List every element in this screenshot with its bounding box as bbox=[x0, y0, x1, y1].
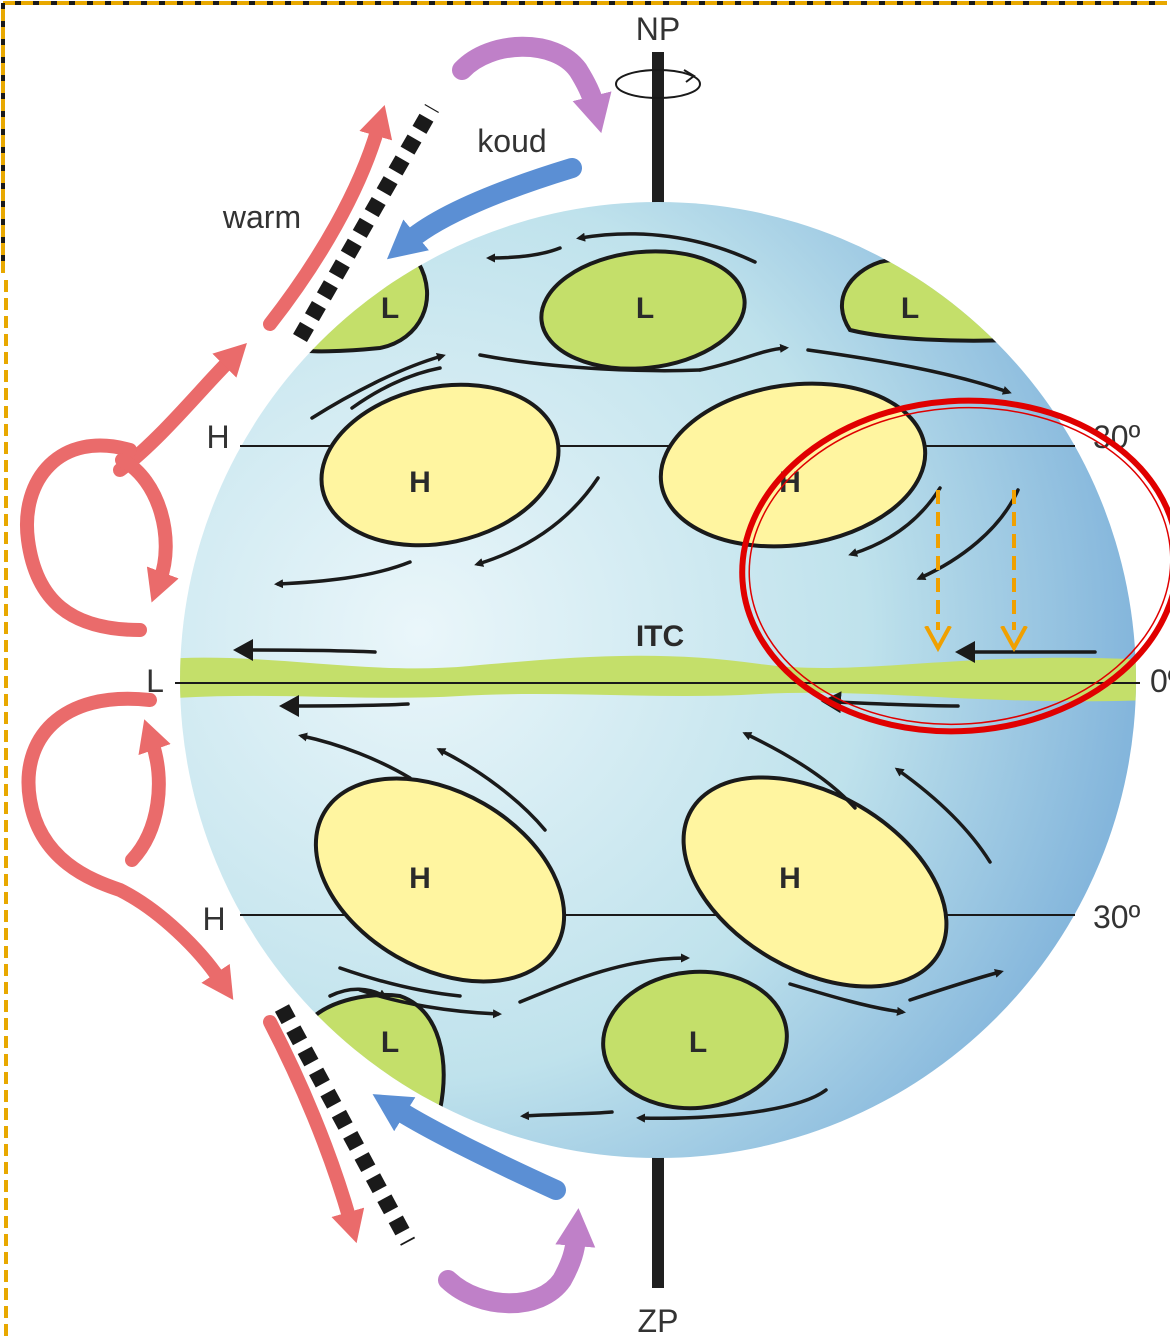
high-cell-south-right bbox=[681, 775, 949, 989]
side-high-south-label: H bbox=[202, 901, 225, 937]
south-pole-label: ZP bbox=[638, 1303, 679, 1337]
cold-label: koud bbox=[477, 123, 546, 159]
low-cell-north-center bbox=[539, 249, 747, 371]
wind-arrows bbox=[233, 232, 1097, 1123]
cold-air-arrow-south bbox=[372, 1094, 566, 1200]
low-cell-south-center bbox=[601, 969, 789, 1111]
latitude-label-south: 30º bbox=[1093, 899, 1141, 935]
highlight-annotation bbox=[739, 397, 1170, 735]
itc-band bbox=[180, 655, 1136, 702]
north-pole-label: NP bbox=[636, 11, 680, 47]
high-cell-south-left bbox=[313, 776, 567, 984]
warm-label: warm bbox=[222, 199, 301, 235]
highlight-circle bbox=[739, 397, 1170, 735]
cold-air-arrow-north bbox=[386, 158, 582, 260]
equator-label: 0º bbox=[1150, 663, 1170, 699]
low-label-north-3: L bbox=[901, 292, 919, 325]
rotation-icon bbox=[615, 69, 701, 99]
low-cell-north-right bbox=[839, 257, 1014, 343]
low-label-north-2: L bbox=[636, 292, 654, 325]
side-high-north-label: H bbox=[206, 419, 229, 455]
high-label-north-1: H bbox=[409, 466, 431, 499]
upper-air-arrow-south bbox=[438, 1208, 596, 1314]
side-low-equator-label: L bbox=[146, 663, 164, 699]
high-label-south-2: H bbox=[779, 862, 801, 895]
high-label-south-1: H bbox=[409, 862, 431, 895]
itc-label: ITC bbox=[636, 620, 684, 653]
high-cell-north-left bbox=[319, 382, 561, 548]
hadley-cell-arrows bbox=[20, 104, 393, 1244]
low-label-north-1: L bbox=[381, 292, 399, 325]
upper-air-arrow-north bbox=[452, 36, 612, 134]
polar-front-south bbox=[274, 1004, 416, 1246]
low-label-south-1: L bbox=[381, 1026, 399, 1059]
low-label-south-2: L bbox=[689, 1026, 707, 1059]
polar-front-north bbox=[293, 104, 439, 342]
